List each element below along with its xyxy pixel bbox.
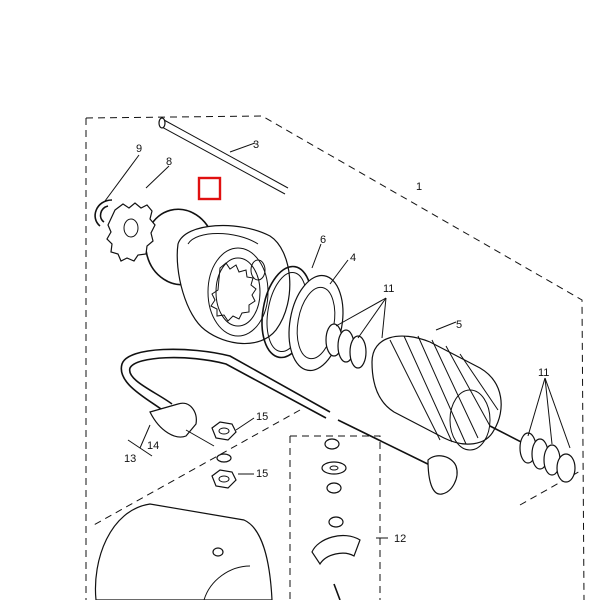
yoke-housing xyxy=(94,503,273,600)
highlight-marker xyxy=(197,176,222,201)
circlip xyxy=(94,154,140,227)
lead-wire xyxy=(120,348,331,457)
callout-14: 14 xyxy=(147,440,159,452)
through-bolt xyxy=(158,117,289,195)
nut-upper xyxy=(211,417,255,463)
nut-lower xyxy=(211,469,254,489)
pinion-gear xyxy=(106,165,170,262)
callout-12: 12 xyxy=(394,533,406,545)
thrust-washers-right xyxy=(519,377,576,483)
callout-8: 8 xyxy=(166,156,172,168)
callout-6: 6 xyxy=(320,234,326,246)
callout-11-left: 11 xyxy=(383,283,394,295)
front-cover xyxy=(176,224,291,345)
terminal-bolt xyxy=(337,419,458,495)
callout-11-right: 11 xyxy=(538,367,549,379)
callout-1: 1 xyxy=(416,181,422,193)
callout-5: 5 xyxy=(456,319,462,331)
callout-4: 4 xyxy=(350,252,356,264)
thrust-washers-left xyxy=(325,297,387,369)
callout-13: 13 xyxy=(124,453,136,465)
assembly-boundary xyxy=(85,115,585,600)
callout-15-upper: 15 xyxy=(256,411,268,423)
brush-holder-parts xyxy=(311,438,388,600)
assembly-boundary-lower xyxy=(91,409,583,527)
subassembly-boundary xyxy=(289,435,381,600)
brush-plate xyxy=(288,259,349,372)
callout-15-lower: 15 xyxy=(256,468,268,480)
callout-9: 9 xyxy=(136,143,142,155)
callout-3: 3 xyxy=(253,139,259,151)
